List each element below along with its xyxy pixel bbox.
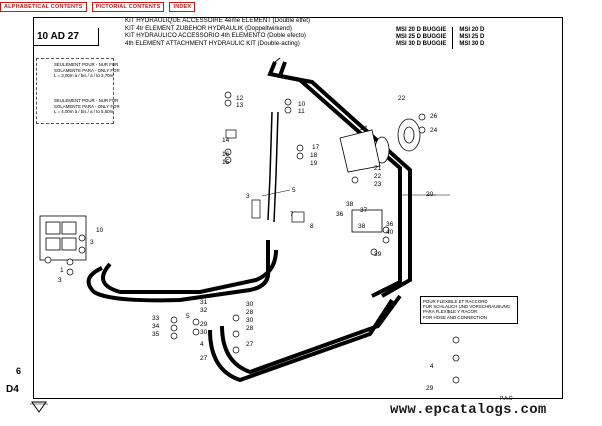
callout: 35	[152, 331, 160, 338]
hydraulic-motor	[339, 118, 421, 233]
callout: 40	[386, 229, 394, 236]
callout: 24	[430, 127, 438, 134]
down-arrow-icon	[31, 401, 47, 413]
note-length-short: SEULEMENT POUR - NUR FUR SOLAMENTE PARA …	[54, 62, 120, 79]
callout: 31	[200, 299, 208, 306]
box-line: POUR FLEXIBLE ET RACCORD	[423, 299, 488, 304]
callout: 10	[96, 227, 104, 234]
index-button[interactable]: INDEX	[169, 2, 196, 12]
box-line: FOR HOSE AND CONNECTION	[423, 314, 487, 320]
callout: 28	[246, 309, 254, 316]
note-line: SEULEMENT POUR - NUR FUR	[54, 98, 119, 103]
note-line: SOLAMENTE PARA - ONLY FOR	[54, 67, 120, 73]
callout: 8	[310, 223, 314, 230]
callout: 26	[430, 113, 438, 120]
callout: 15	[222, 159, 230, 166]
callout: 33	[152, 315, 160, 322]
callout: 24	[360, 125, 368, 132]
callout: 19	[310, 160, 318, 167]
model-item: MSI 30 D BUGGIE	[396, 41, 447, 48]
callout: 5	[186, 313, 190, 320]
model-item: MSI 30 D	[459, 41, 485, 48]
callout: 18	[310, 152, 318, 159]
notes-box	[36, 58, 114, 124]
callout: 36	[386, 221, 394, 228]
callout: 14	[222, 137, 230, 144]
side-number: 6	[16, 366, 22, 376]
note-line: L = 3,00m à / bis / a / to 3,70m	[54, 73, 114, 79]
callout: 1	[60, 267, 64, 274]
side-section: D4	[6, 384, 19, 395]
callout: 22	[374, 173, 382, 180]
page-titles: KIT HYDRAULIQUE ACCESSOIRE 4ème ELEMENT …	[125, 17, 310, 47]
valve-block	[39, 215, 87, 261]
callout: 3	[90, 239, 94, 246]
callout: 28	[246, 325, 254, 332]
callout: 27	[200, 355, 208, 362]
callout: 22	[398, 95, 406, 102]
note-length-long: SEULEMENT POUR - NUR FUR SOLAMENTE PARA …	[54, 98, 120, 115]
page-code: 10 AD 27	[33, 28, 99, 46]
callout: 5	[292, 187, 296, 194]
model-item: MSI 20 D BUGGIE	[396, 27, 447, 33]
callout: 7	[290, 211, 294, 218]
part-callouts: 12 13 10 11 14 16 15 17 18 19 5 3 7 8 24…	[58, 95, 438, 392]
hose-connection-box: POUR FLEXIBLE ET RACCORD FUR SCHLAUCH UN…	[420, 296, 518, 324]
callout: 10	[298, 101, 306, 108]
callout: 13	[236, 102, 244, 109]
title-en: 4th ELEMENT ATTACHMENT HYDRAULIC KIT (Do…	[125, 39, 300, 47]
models-buggie: MSI 20 D BUGGIE MSI 25 D BUGGIE MSI 30 D…	[390, 27, 452, 49]
alphabetical-contents-button[interactable]: ALPHABETICAL CONTENTS	[0, 2, 87, 12]
callout: 29	[200, 321, 208, 328]
callout: 4	[430, 363, 434, 370]
model-list: MSI 20 D BUGGIE MSI 25 D BUGGIE MSI 30 D…	[390, 27, 490, 49]
callout: 29	[426, 385, 434, 392]
watermark: www.epcatalogs.com	[390, 402, 547, 418]
box-line: FUR SCHLAUCH UND VORSCHRAUBUNG	[423, 304, 511, 310]
callout: 4	[200, 341, 204, 348]
box-line: PARA FLEXIBLE Y RACOR	[423, 309, 478, 315]
callout: 11	[298, 108, 305, 115]
title-de: KIT 4tr ELEMENT ZUBEHOR HYDRAULIK (Doppe…	[125, 24, 292, 32]
fittings	[44, 91, 460, 384]
callout: 3	[58, 277, 62, 284]
callout: 32	[200, 307, 208, 314]
callout: 12	[236, 95, 244, 102]
callout: 23	[374, 181, 382, 188]
callout: 20	[426, 191, 434, 198]
model-item: MSI 25 D BUGGIE	[396, 34, 447, 41]
model-item: MSI 20 D	[459, 27, 485, 33]
note-line: L = 4,00m à / bis / a / to 5,50m	[54, 109, 114, 115]
callout: 16	[222, 151, 230, 158]
note-line: SEULEMENT POUR - NUR FUR	[54, 62, 119, 67]
model-item: MSI 25 D	[459, 34, 485, 41]
title-es: KIT HYDRAULICO ACCESSORIO 4th ELEMENTO (…	[125, 32, 306, 40]
callout: 30	[246, 317, 254, 324]
top-navigation: ALPHABETICAL CONTENTS PICTORIAL CONTENTS…	[0, 2, 196, 12]
pictorial-contents-button[interactable]: PICTORIAL CONTENTS	[91, 2, 165, 12]
drawing-frame	[33, 17, 563, 399]
title-fr: KIT HYDRAULIQUE ACCESSOIRE 4ème ELEMENT …	[125, 17, 311, 24]
page-reference: P.A.O	[500, 396, 513, 402]
callout: 36	[336, 211, 344, 218]
callout: 27	[246, 341, 254, 348]
callout: 30	[200, 329, 208, 336]
callout: 37	[360, 207, 368, 214]
callout: 38	[346, 201, 354, 208]
models-standard: MSI 20 D MSI 25 D MSI 30 D	[452, 27, 490, 49]
callout: 38	[358, 223, 366, 230]
callout: 3	[246, 193, 250, 200]
callout: 30	[246, 301, 254, 308]
callout: 21	[374, 165, 382, 172]
note-line: SOLAMENTE PARA - ONLY FOR	[54, 103, 120, 109]
callout: 17	[312, 144, 320, 151]
callout: 34	[152, 323, 160, 330]
callout: 39	[374, 251, 382, 258]
